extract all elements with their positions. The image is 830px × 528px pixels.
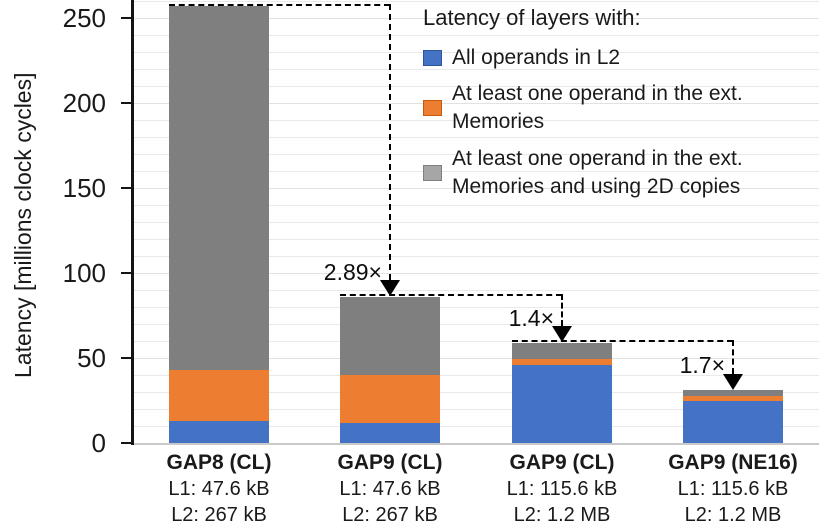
gridline: [133, 188, 819, 189]
y-axis-tick: [121, 17, 133, 19]
gridline: [133, 256, 819, 257]
category-l2: L2: 267 kB: [342, 504, 438, 526]
speedup-label: 2.89×: [323, 258, 382, 285]
gridline: [133, 120, 819, 121]
speedup-label: 1.4×: [508, 304, 554, 331]
legend-item-ext-memories-2d-copies: At least one operand in the ext. Memorie…: [420, 145, 824, 201]
speedup-dash-vertical: [560, 294, 563, 327]
y-axis-title: Latency [millions clock cycles]: [10, 72, 36, 378]
legend-item-ext-memories: At least one operand in the ext. Memorie…: [420, 80, 824, 136]
category-l2: L2: 1.2 MB: [684, 504, 782, 526]
category-name: GAP9 (CL): [509, 451, 615, 474]
y-axis-tick: [121, 357, 133, 359]
category-l1: L1: 115.6 kB: [677, 478, 789, 500]
bar-1-segment-1: [340, 375, 440, 423]
y-axis-tick: [121, 102, 133, 104]
speedup-arrowhead-icon: [380, 280, 400, 297]
category-l1: L1: 115.6 kB: [506, 478, 618, 500]
bar-2-segment-2: [512, 342, 612, 359]
gridline: [133, 290, 819, 291]
y-tick-label: 250: [62, 3, 106, 33]
gridline: [133, 86, 819, 87]
category-label-3: GAP9 (NE16) L1: 115.6 kB L2: 1.2 MB: [645, 450, 821, 528]
y-axis-tick: [121, 187, 133, 189]
gridline: [133, 222, 819, 223]
legend-swatch-orange-icon: [423, 100, 442, 116]
category-label-2: GAP9 (CL) L1: 115.6 kB L2: 1.2 MB: [474, 450, 650, 528]
gridline: [133, 154, 819, 155]
y-axis-line: [131, 0, 134, 445]
bar-0-segment-2: [169, 6, 269, 370]
bar-3-segment-1: [683, 396, 783, 401]
gridline: [133, 137, 819, 138]
legend-item-label: All operands in L2: [452, 46, 621, 69]
category-name: GAP9 (CL): [337, 451, 443, 474]
bar-0-segment-1: [169, 369, 269, 421]
speedup-dash-horizontal: [169, 3, 390, 6]
speedup-arrowhead-icon: [552, 326, 572, 343]
legend-item-label: At least one operand in the ext. Memorie…: [452, 147, 743, 198]
category-label-0: GAP8 (CL) L1: 47.6 kB L2: 267 kB: [131, 450, 307, 528]
speedup-dash-horizontal: [512, 340, 733, 343]
category-l1: L1: 47.6 kB: [168, 478, 270, 500]
legend-swatch-blue-icon: [423, 50, 442, 66]
gridline: [133, 273, 819, 274]
category-name: GAP8 (CL): [166, 451, 272, 474]
gridline: [133, 205, 819, 206]
gridline: [133, 426, 819, 427]
gridline: [133, 171, 819, 172]
legend: Latency of layers with: All operands in …: [420, 4, 824, 201]
category-l2: L2: 1.2 MB: [513, 504, 611, 526]
legend-swatch-gray-icon: [423, 165, 442, 181]
gridline: [133, 341, 819, 342]
category-l2: L2: 267 kB: [171, 504, 267, 526]
gridline: [133, 409, 819, 410]
y-tick-label: 100: [62, 258, 106, 288]
gridline: [133, 307, 819, 308]
bar-1-segment-0: [340, 422, 440, 443]
category-name: GAP9 (NE16): [668, 451, 798, 474]
gridline: [133, 52, 819, 53]
y-axis-tick: [121, 272, 133, 274]
gridline: [133, 69, 819, 70]
legend-title: Latency of layers with:: [423, 5, 641, 30]
speedup-arrowhead-icon: [723, 373, 743, 390]
gridline: [133, 358, 819, 359]
y-tick-label: 200: [62, 88, 106, 118]
category-label-1: GAP9 (CL) L1: 47.6 kB L2: 267 kB: [302, 450, 478, 528]
bar-3-segment-2: [683, 390, 783, 397]
gridline: [133, 239, 819, 240]
speedup-dash-horizontal: [340, 294, 562, 297]
y-tick-label: 150: [62, 173, 106, 203]
bar-1-segment-2: [340, 296, 440, 375]
bar-2-segment-0: [512, 364, 612, 443]
gridline: [133, 18, 819, 19]
y-tick-label: 50: [77, 343, 106, 373]
y-axis-tick: [121, 442, 133, 444]
speedup-dash-vertical: [731, 340, 734, 374]
legend-item-label: At least one operand in the ext. Memorie…: [452, 82, 743, 133]
y-tick-label: 0: [91, 428, 106, 458]
x-axis-line: [133, 443, 819, 445]
gridline: [133, 324, 819, 325]
bar-3-segment-0: [683, 400, 783, 443]
gridline: [133, 103, 819, 104]
legend-item-all-operands-l2: All operands in L2: [420, 44, 824, 72]
speedup-dash-vertical: [388, 3, 391, 281]
gridline: [133, 35, 819, 36]
gridline: [133, 392, 819, 393]
gridline: [133, 375, 819, 376]
speedup-label: 1.7×: [679, 352, 725, 379]
gridline: [133, 1, 819, 2]
bar-0-segment-0: [169, 420, 269, 443]
category-l1: L1: 47.6 kB: [339, 478, 441, 500]
bar-2-segment-1: [512, 358, 612, 365]
